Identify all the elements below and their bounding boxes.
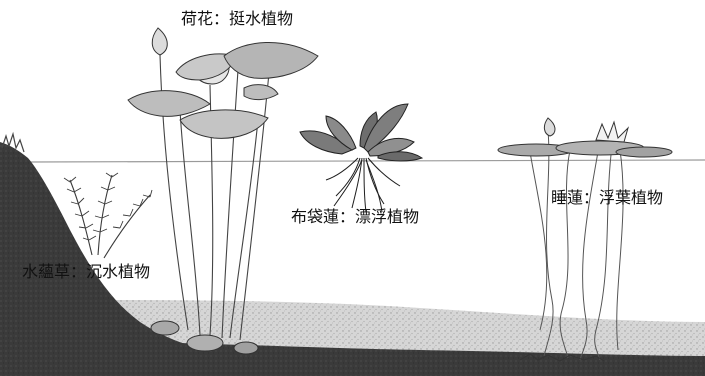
- water-surface-line: [29, 159, 705, 163]
- stone: [186, 334, 224, 352]
- lily-flower: [595, 120, 630, 143]
- stone: [150, 320, 180, 336]
- lily-bud: [543, 117, 556, 137]
- stone: [233, 341, 259, 355]
- water-hyacinth-plant: [299, 103, 424, 213]
- water-lily-roots: [519, 353, 605, 362]
- lotus-plant: [127, 27, 319, 355]
- label-lotus: 荷花：挺水植物: [181, 9, 294, 28]
- hyacinth-leaf: [325, 115, 357, 151]
- lotus-leaf: [127, 90, 211, 117]
- label-water-hyacinth: 布袋蓮：漂浮植物: [291, 207, 420, 226]
- water-lily-plant: [497, 117, 673, 362]
- hyacinth-roots: [325, 157, 401, 213]
- lotus-leaf: [175, 53, 237, 81]
- lotus-leaf: [243, 84, 279, 101]
- hydrilla-plant: [63, 172, 153, 259]
- pond-bank: [0, 142, 240, 376]
- lily-pad: [615, 146, 673, 158]
- lotus-bud: [151, 27, 168, 56]
- hyacinth-leaf: [377, 151, 424, 162]
- lotus-leaf: [179, 109, 269, 139]
- label-water-lily: 睡蓮：浮葉植物: [551, 188, 664, 207]
- lotus-leaf: [223, 41, 319, 79]
- label-hydrilla: 水蘊草：沉水植物: [22, 262, 151, 281]
- bank-grass: [1, 131, 25, 153]
